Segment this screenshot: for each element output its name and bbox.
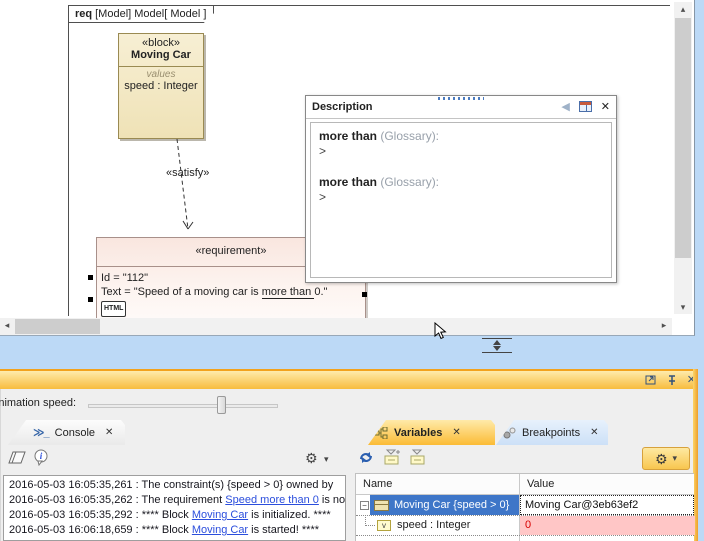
- diagram-window: req[Model] Model[ Model ] «block» Moving…: [0, 0, 695, 336]
- tab-console[interactable]: ≫_ Console ✕: [8, 420, 125, 445]
- expand-nodes-icon[interactable]: [383, 449, 400, 465]
- requirement-term-link[interactable]: more than: [261, 286, 315, 299]
- horizontal-scrollbar[interactable]: ◂ ▸: [0, 318, 672, 335]
- table-icon[interactable]: [578, 101, 592, 112]
- variables-options-button[interactable]: ⚙ ▾: [642, 447, 690, 470]
- panel-right-border: [693, 369, 698, 541]
- refresh-icon[interactable]: [358, 450, 374, 465]
- horizontal-scroll-thumb[interactable]: [15, 319, 100, 334]
- diagram-kind: req: [75, 8, 93, 20]
- scroll-down-icon[interactable]: ▾: [674, 300, 692, 314]
- back-icon[interactable]: ◀: [561, 101, 570, 113]
- vertical-scroll-thumb[interactable]: [675, 18, 691, 258]
- requirement-stereotype: «requirement»: [97, 238, 365, 267]
- vertical-scrollbar[interactable]: ▴ ▾: [674, 2, 692, 314]
- close-panel-icon[interactable]: ✕: [686, 374, 696, 386]
- diagram-frame-left-border: [68, 5, 69, 316]
- glossary-entry: more than (Glossary):: [319, 175, 440, 189]
- satisfy-label: «satisfy»: [166, 167, 210, 179]
- mouse-cursor: [434, 322, 447, 340]
- animation-speed-slider-track[interactable]: [88, 404, 278, 408]
- scroll-up-icon[interactable]: ▴: [674, 2, 692, 16]
- variables-tab-label: Variables: [394, 426, 443, 439]
- variable-name: speed : Integer: [397, 519, 471, 531]
- collapse-expander-icon[interactable]: −: [360, 501, 369, 510]
- value-property-icon: v: [377, 520, 391, 531]
- breakpoints-icon: [503, 427, 516, 439]
- animation-speed-label: Animation speed:: [0, 397, 76, 409]
- block-values-compartment-label: values: [146, 69, 176, 80]
- glossary-definition: >: [319, 190, 327, 204]
- popup-drag-handle[interactable]: [438, 97, 484, 100]
- float-window-icon[interactable]: [645, 374, 657, 385]
- selection-handle[interactable]: [362, 292, 367, 297]
- variables-table: Name Value − Moving Car {speed > 0} Movi…: [355, 473, 695, 541]
- requirement-text: Text = "Speed of a moving car is more th…: [101, 286, 328, 299]
- selection-handle[interactable]: [88, 275, 93, 280]
- column-divider[interactable]: [519, 474, 520, 541]
- log-line: 2016-05-03 16:05:35,262 : The requiremen…: [9, 494, 346, 506]
- popup-separator: [306, 118, 616, 119]
- column-header-name[interactable]: Name: [363, 478, 393, 490]
- variable-value-cell-error[interactable]: 0: [520, 516, 695, 535]
- column-header-value[interactable]: Value: [527, 478, 555, 490]
- table-row[interactable]: v speed : Integer 0: [356, 515, 695, 536]
- glossary-entry: more than (Glossary):: [319, 129, 440, 143]
- requirement-id: Id = "112": [101, 272, 149, 284]
- block-moving-car[interactable]: «block» Moving Car values speed : Intege…: [118, 33, 204, 139]
- gear-icon: ⚙: [654, 450, 668, 467]
- log-line: 2016-05-03 16:06:18,659 : **** Block Mov…: [9, 524, 320, 536]
- breakpoints-tab-label: Breakpoints: [522, 426, 581, 439]
- block-icon: [374, 499, 389, 511]
- log-line: 2016-05-03 16:05:35,292 : **** Block Mov…: [9, 509, 331, 521]
- block-value-property: speed : Integer: [124, 80, 198, 92]
- diagram-frame-top-border: [68, 5, 670, 6]
- tab-breakpoints[interactable]: Breakpoints ✕: [496, 420, 608, 445]
- requirement-link[interactable]: Speed more than 0: [225, 494, 319, 506]
- clear-console-icon[interactable]: [8, 451, 27, 465]
- variable-name: Moving Car {speed > 0}: [394, 499, 510, 511]
- close-tab-icon[interactable]: ✕: [590, 427, 599, 438]
- log-line: 2016-05-03 16:05:35,261 : The constraint…: [9, 479, 334, 491]
- popup-title: Description: [312, 101, 373, 113]
- console-log: 2016-05-03 16:05:35,261 : The constraint…: [3, 475, 346, 541]
- block-link[interactable]: Moving Car: [191, 509, 249, 521]
- block-name: Moving Car: [131, 49, 191, 61]
- info-icon[interactable]: i: [33, 449, 51, 466]
- pin-icon[interactable]: [667, 374, 677, 386]
- html-badge: HTML: [101, 301, 127, 317]
- console-icon: ≫_: [33, 427, 49, 439]
- horizontal-splitter[interactable]: [482, 338, 512, 353]
- selected-variable-cell[interactable]: Moving Car {speed > 0}: [370, 495, 519, 515]
- animation-speed-slider-thumb[interactable]: [217, 396, 226, 414]
- simulation-panel-titlebar[interactable]: [0, 369, 694, 389]
- tab-variables[interactable]: Variables ✕: [368, 420, 495, 445]
- variable-value-cell[interactable]: Moving Car@3eb63ef2: [520, 495, 694, 515]
- scroll-right-icon[interactable]: ▸: [656, 318, 672, 335]
- tree-connector: [365, 515, 375, 526]
- block-stereotype: «block»: [142, 37, 180, 49]
- popup-content: more than (Glossary): > more than (Gloss…: [310, 122, 612, 278]
- splitter-up-icon[interactable]: [493, 340, 501, 345]
- table-row[interactable]: − Moving Car {speed > 0} Moving Car@3eb6…: [356, 495, 694, 516]
- table-header-row: Name Value: [356, 474, 694, 495]
- block-link[interactable]: Moving Car: [191, 524, 249, 536]
- close-tab-icon[interactable]: ✕: [452, 427, 461, 438]
- diagram-frame-title: [Model] Model[ Model ]: [95, 8, 207, 20]
- diagram-frame-header[interactable]: req[Model] Model[ Model ]: [68, 5, 214, 23]
- close-icon[interactable]: ✕: [600, 101, 610, 113]
- scroll-left-icon[interactable]: ◂: [0, 318, 14, 335]
- description-popup: Description ◀ ✕ more than (Glossary): > …: [305, 95, 617, 283]
- console-options-caret-icon[interactable]: ▾: [324, 454, 329, 464]
- console-options-gear-icon[interactable]: ⚙: [305, 450, 318, 466]
- caret-down-icon: ▾: [672, 453, 678, 463]
- console-tab-label: Console: [54, 426, 95, 439]
- close-tab-icon[interactable]: ✕: [105, 427, 114, 438]
- splitter-down-icon[interactable]: [493, 346, 501, 351]
- selection-handle[interactable]: [88, 297, 93, 302]
- svg-text:i: i: [40, 451, 43, 461]
- collapse-nodes-icon[interactable]: [409, 449, 426, 465]
- glossary-definition: >: [319, 144, 327, 158]
